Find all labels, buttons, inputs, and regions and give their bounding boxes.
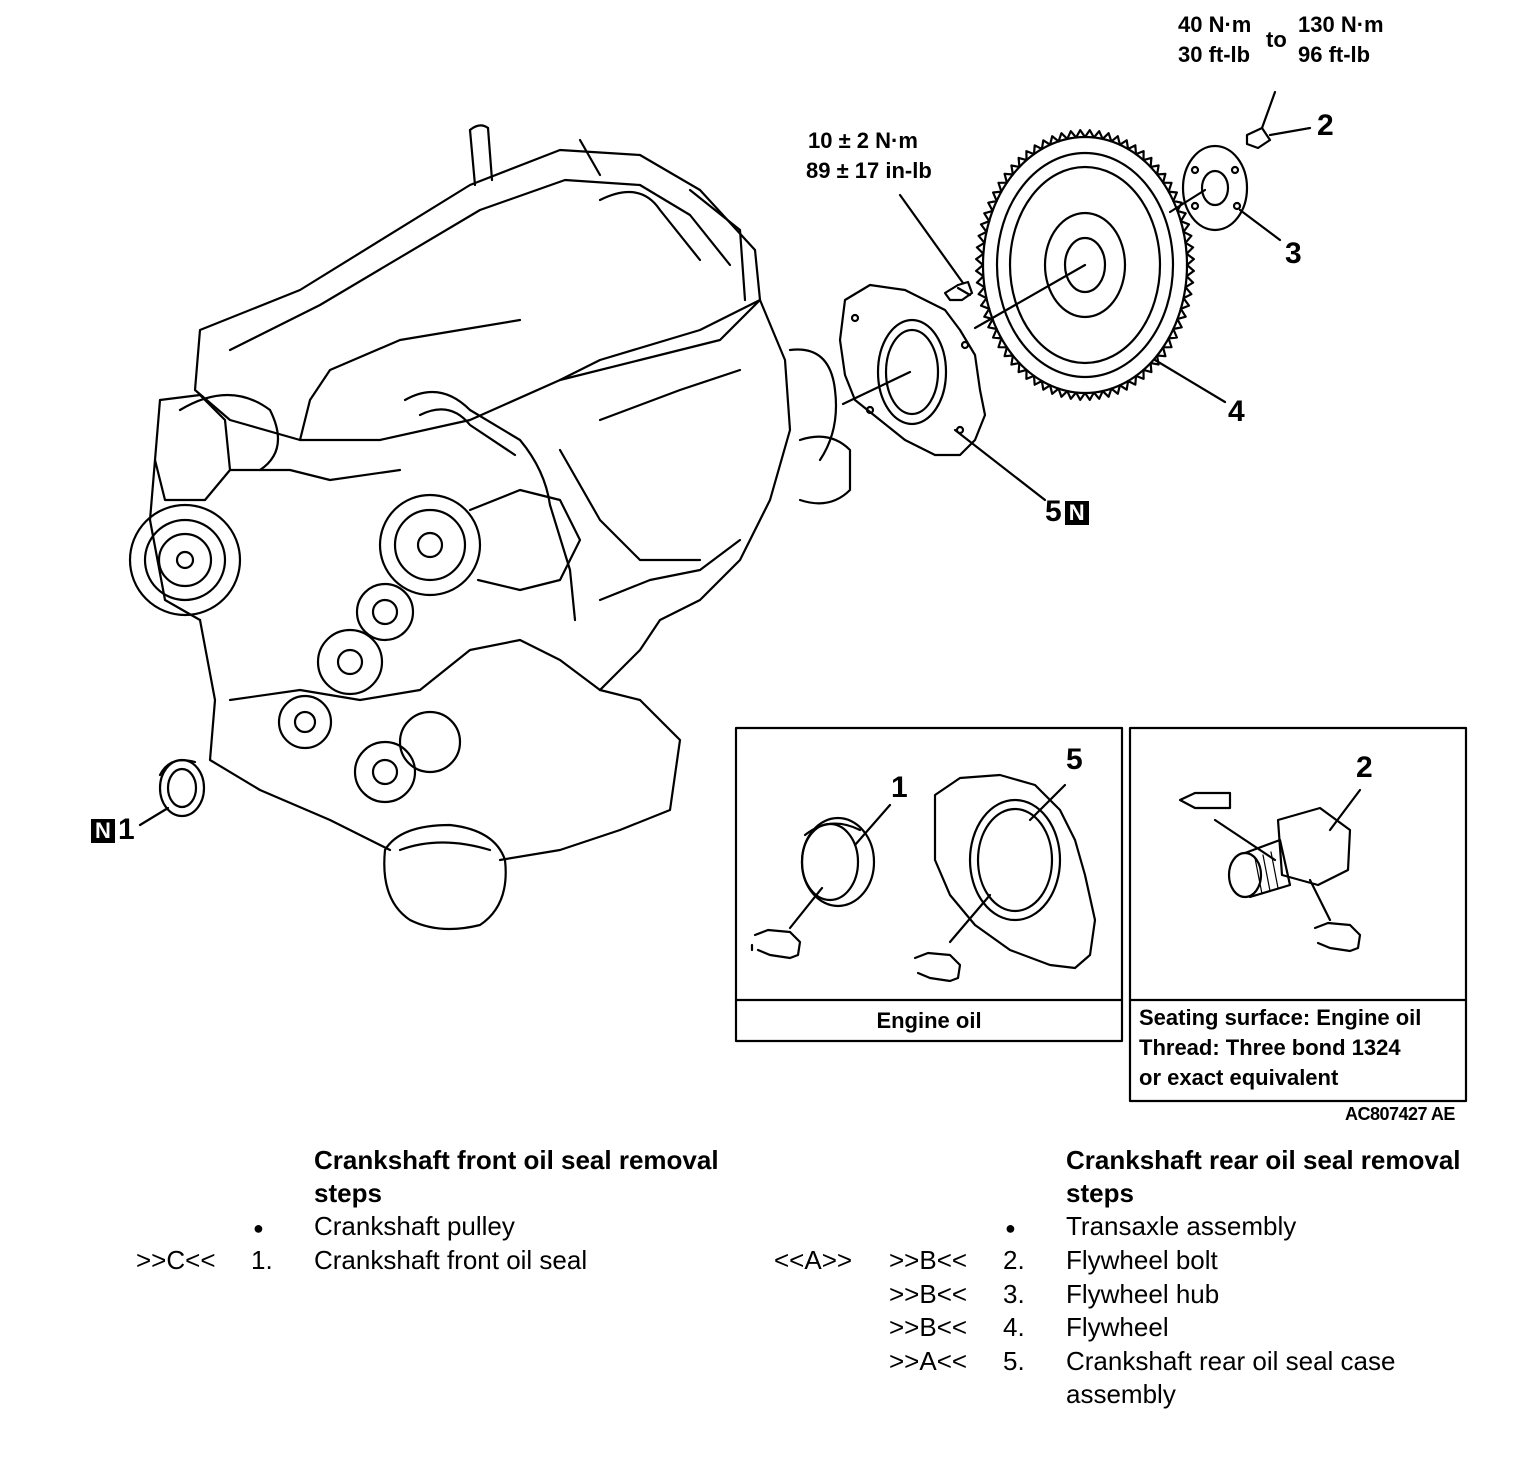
thread-caption: Thread: Three bond 1324 bbox=[1139, 1035, 1401, 1060]
figure-id: AC807427 AE bbox=[1345, 1104, 1455, 1124]
callout-5-number: 5 bbox=[1045, 495, 1062, 528]
new-part-mark-5: N bbox=[1064, 501, 1089, 526]
flywheel-bolt-torque-max-nm: 130 N·m bbox=[1298, 12, 1384, 37]
new-part-mark-1: N bbox=[91, 819, 115, 844]
flywheel-bolt-torque-min-ftlb: 30 ft-lb bbox=[1178, 42, 1251, 67]
detail-case-drawing bbox=[913, 773, 1097, 983]
callout-1-number: 1 bbox=[118, 813, 135, 846]
detail-right-callout-2: 2 bbox=[1356, 751, 1373, 784]
callout-3: 3 bbox=[1285, 237, 1302, 270]
flywheel-bolt-torque-min-nm: 40 N·m bbox=[1178, 12, 1252, 37]
flywheel-bolt-torque-max-ftlb: 96 ft-lb bbox=[1298, 42, 1371, 67]
engine-oil-caption: Engine oil bbox=[876, 1008, 982, 1033]
detail-bolt-drawing bbox=[1178, 788, 1362, 953]
flywheel-bolt-drawing bbox=[1245, 90, 1312, 150]
rear-oil-seal-case-drawing bbox=[838, 283, 1047, 502]
callout-4: 4 bbox=[1228, 395, 1245, 428]
detail-seal-drawing bbox=[750, 803, 892, 960]
case-bolt-drawing bbox=[898, 193, 974, 302]
flywheel-bolt-torque-to: to bbox=[1266, 27, 1287, 52]
front-oil-seal-drawing bbox=[138, 758, 206, 827]
engine-assembly-drawing bbox=[128, 124, 852, 931]
case-bolt-torque-inlb: 89 ± 17 in-lb bbox=[806, 158, 932, 183]
flywheel-hub-drawing bbox=[1168, 144, 1282, 242]
detail-left-callout-5: 5 bbox=[1066, 743, 1083, 776]
detail-box-frames bbox=[734, 726, 1468, 1103]
case-bolt-torque-nm: 10 ± 2 N·m bbox=[808, 128, 918, 153]
flywheel-drawing bbox=[973, 129, 1227, 404]
detail-left-callout-1: 1 bbox=[891, 771, 908, 804]
flywheel-ring-gear-teeth bbox=[975, 129, 1195, 401]
equivalent-caption: or exact equivalent bbox=[1139, 1065, 1339, 1090]
callout-2: 2 bbox=[1317, 109, 1334, 142]
seating-surface-caption: Seating surface: Engine oil bbox=[1139, 1005, 1422, 1030]
